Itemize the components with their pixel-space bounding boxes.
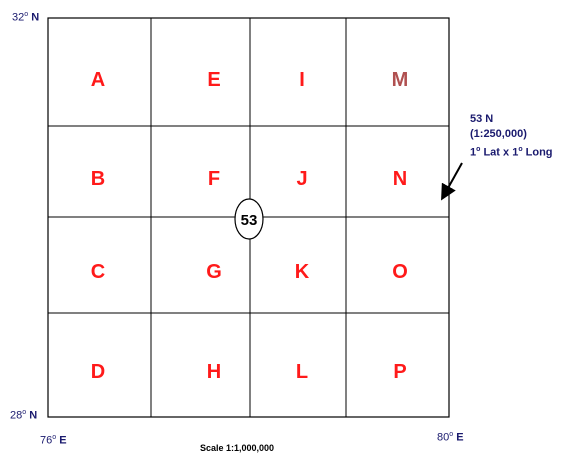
long-left-degree: o	[52, 434, 57, 441]
long-left-label: 76o E	[40, 434, 67, 447]
grid-letter-d: D	[91, 361, 105, 383]
scale-label: Scale 1:1,000,000	[200, 443, 275, 453]
grid-letter-b: B	[91, 168, 105, 190]
lat-top-label: 32o N	[12, 11, 39, 24]
lat-bottom-suffix: N	[26, 409, 38, 422]
annotation-line-3: 1o Lat x 1o Long	[470, 146, 553, 159]
grid-letter-i: I	[299, 69, 305, 91]
grid-letter-k: K	[295, 261, 310, 283]
grid-letter-h: H	[207, 361, 221, 383]
grid-letter-f: F	[208, 168, 220, 190]
grid-letter-j: J	[296, 168, 307, 190]
grid-letter-p: P	[393, 361, 406, 383]
grid-letter-n: N	[393, 168, 407, 190]
grid-letter-e: E	[207, 69, 220, 91]
long-right-value: 80	[437, 431, 450, 444]
center-marker: 53	[234, 198, 264, 240]
grid-letter-o: O	[392, 261, 408, 283]
grid-letter-l: L	[296, 361, 308, 383]
lat-top-degree: o	[24, 11, 29, 18]
lat-bottom-degree: o	[22, 409, 27, 416]
long-right-label: 80o E	[437, 431, 464, 444]
lat-bottom-value: 28	[10, 409, 23, 422]
annotation-arrow	[441, 162, 463, 201]
center-label: 53	[241, 212, 258, 229]
annotation-note: 53 N (1:250,000) 1o Lat x 1o Long	[470, 112, 553, 161]
annotation-line-2: (1:250,000)	[470, 128, 527, 140]
grid-letters: A E I M B F J N C G K O D H L P	[91, 69, 409, 383]
grid-letter-g: G	[206, 261, 222, 283]
lat-top-value: 32	[12, 11, 25, 24]
grid-letter-c: C	[91, 261, 105, 283]
grid-letter-m: M	[392, 69, 409, 91]
grid-frame	[47, 17, 450, 418]
lat-top-suffix: N	[28, 11, 40, 24]
long-right-suffix: E	[453, 431, 464, 444]
lat-bottom-label: 28o N	[10, 409, 37, 422]
long-left-suffix: E	[56, 434, 67, 447]
long-left-value: 76	[40, 434, 53, 447]
grid-letter-a: A	[91, 69, 105, 91]
long-right-degree: o	[449, 431, 454, 438]
annotation-line-1: 53 N	[470, 113, 494, 125]
center-ellipse	[234, 198, 264, 240]
